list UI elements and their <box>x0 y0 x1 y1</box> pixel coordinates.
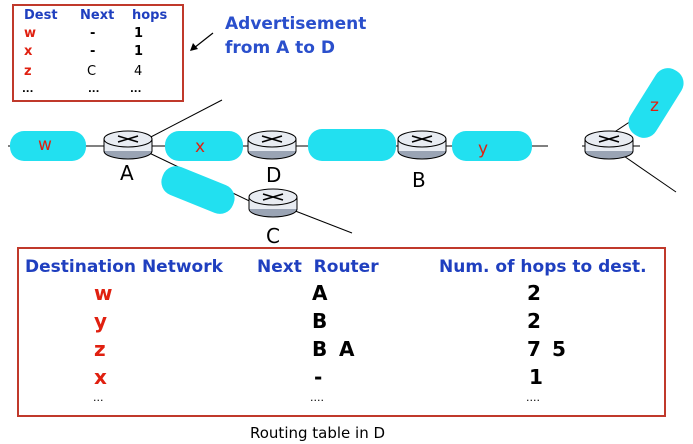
adv-header-dest: Dest <box>24 8 58 23</box>
rt-header-hops: Num. of hops to dest. <box>439 257 647 277</box>
router-c-icon <box>248 188 298 218</box>
rt-row-hops: 2 <box>527 281 541 305</box>
router-z-icon <box>584 130 634 160</box>
routing-table-caption: Routing table in D <box>250 424 386 442</box>
router-a-icon <box>103 130 153 160</box>
adv-row-dest: z <box>24 64 32 79</box>
network-w-blob <box>10 131 86 161</box>
routing-table: Destination Network Next Router Num. of … <box>17 247 666 417</box>
adv-row-dest: w <box>24 26 37 41</box>
adv-header-hops: hops <box>132 8 168 23</box>
rt-row-next: A <box>312 281 328 305</box>
router-label-a: A <box>120 161 134 185</box>
rt-row-hops: 5 <box>552 337 566 361</box>
router-label-c: C <box>266 224 280 248</box>
network-label-w: w <box>38 135 52 155</box>
network-d-b-blob <box>308 129 396 161</box>
adv-row-ellipsis: ... <box>22 84 34 95</box>
adv-row-hops: 4 <box>134 64 143 79</box>
rt-row-next: B <box>312 309 328 333</box>
router-label-b: B <box>412 168 426 192</box>
router-b-icon <box>397 130 447 160</box>
network-a-c-blob <box>161 166 235 214</box>
rt-row-dest: w <box>94 281 113 305</box>
advertisement-arrow <box>193 32 214 49</box>
adv-row-dest: x <box>24 44 33 59</box>
rt-row-ellipsis: .... <box>526 391 540 404</box>
adv-row-ellipsis: ... <box>130 84 142 95</box>
adv-row-hops: 1 <box>134 26 144 41</box>
adv-row-next: C <box>87 64 97 79</box>
advertisement-title-line1: Advertisement <box>225 14 367 34</box>
rt-row-next: A <box>339 337 355 361</box>
rt-row-next-old: B <box>312 337 328 361</box>
link-a-up <box>144 99 223 141</box>
adv-row-next: - <box>90 44 96 59</box>
adv-row-hops: 1 <box>134 44 144 59</box>
network-label-z: z <box>650 96 659 116</box>
adv-row-next: - <box>90 26 96 41</box>
rt-row-hops-old: 7 <box>527 337 541 361</box>
rt-row-next: - <box>314 365 323 389</box>
network-z-blob <box>628 68 684 138</box>
network-label-x: x <box>195 137 206 157</box>
network-label-y: y <box>478 139 489 159</box>
network-x-blob <box>165 131 243 161</box>
rt-row-hops: 2 <box>527 309 541 333</box>
rt-header-next-router: Next Router <box>257 257 379 277</box>
advertisement-arrowhead <box>190 43 198 51</box>
adv-row-ellipsis: ... <box>88 84 100 95</box>
rt-row-dest: x <box>94 365 107 389</box>
link-z-down <box>617 151 677 193</box>
advertisement-table: Dest Next hops w - 1 x - 1 z C 4 ... ...… <box>12 4 184 102</box>
rt-row-hops: 1 <box>529 365 543 389</box>
rt-row-dest: y <box>94 309 108 333</box>
advertisement-title: Advertisement from A to D <box>225 12 366 60</box>
rt-row-ellipsis: .... <box>310 391 324 404</box>
advertisement-title-line2: from A to D <box>225 38 336 58</box>
router-label-d: D <box>266 163 282 187</box>
adv-header-next: Next <box>80 8 115 23</box>
network-y-blob <box>452 131 532 161</box>
rt-header-destination: Destination Network <box>25 257 223 277</box>
rt-row-ellipsis: ... <box>93 391 104 404</box>
rt-row-dest: z <box>94 337 106 361</box>
router-d-icon <box>247 130 297 160</box>
